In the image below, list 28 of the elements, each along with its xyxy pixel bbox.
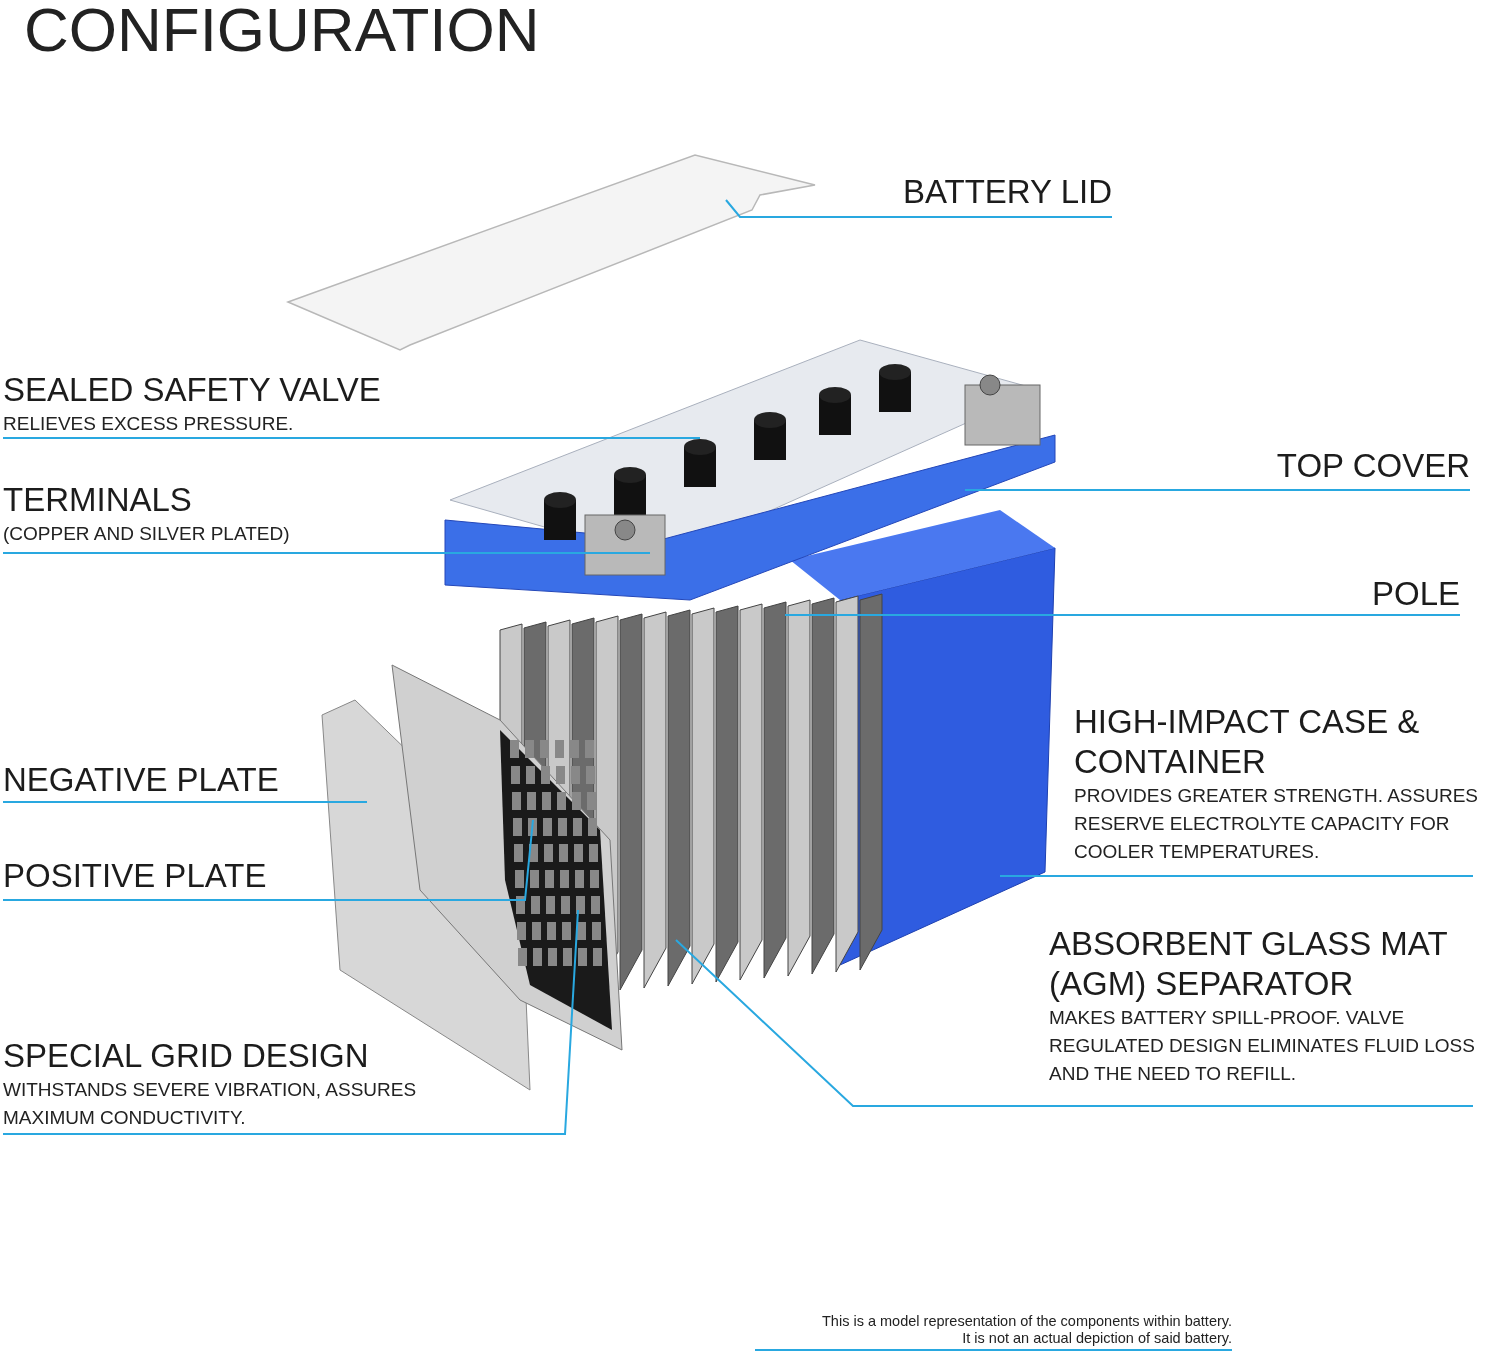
callout-text: (COPPER AND SILVER PLATED) xyxy=(3,522,290,546)
title: CONFIGURATION xyxy=(24,0,540,65)
callout-heading: POLE xyxy=(1371,574,1460,614)
callout-text: WITHSTANDS SEVERE VIBRATION, ASSURES MAXIMUM CONDUCTIVITY. xyxy=(3,1078,418,1130)
callout-heading: TERMINALS xyxy=(3,480,192,520)
leader-line xyxy=(999,875,1474,877)
leader-line xyxy=(2,909,579,1135)
leader-line xyxy=(964,489,1471,491)
callout-heading: SEALED SAFETY VALVE xyxy=(3,370,381,410)
callout-heading: NEGATIVE PLATE xyxy=(3,760,279,800)
callout-text: RELIEVES EXCESS PRESSURE. xyxy=(3,412,294,436)
footnote: It is not an actual depiction of said battery. xyxy=(962,1330,1232,1346)
callout-heading: SPECIAL GRID DESIGN xyxy=(3,1036,369,1076)
leader-line xyxy=(2,437,701,439)
leader-line xyxy=(675,939,1474,1107)
callout-heading: HIGH-IMPACT CASE & CONTAINER xyxy=(1074,702,1421,782)
leader-line xyxy=(2,552,651,554)
footnote: This is a model representation of the components within battery. xyxy=(822,1313,1232,1329)
leader-line xyxy=(2,801,368,803)
leader-line xyxy=(725,199,1113,218)
callout-heading: TOP COVER xyxy=(1276,446,1470,486)
callout-heading: BATTERY LID xyxy=(902,172,1112,212)
callout-text: MAKES BATTERY SPILL-PROOF. VALVE REGULATED DESIGN ELIMINATES FLUID LOSS AND THE NEED TO REFILL. xyxy=(1049,1006,1476,1086)
callout-text: PROVIDES GREATER STRENGTH. ASSURES RESERVE ELECTROLYTE CAPACITY FOR COOLER TEMPERATURES. xyxy=(1074,784,1479,864)
leader-line xyxy=(784,614,1461,616)
callout-heading: POSITIVE PLATE xyxy=(3,856,267,896)
callout-heading: ABSORBENT GLASS MAT (AGM) SEPARATOR xyxy=(1049,924,1448,1004)
leader-line xyxy=(2,819,534,901)
